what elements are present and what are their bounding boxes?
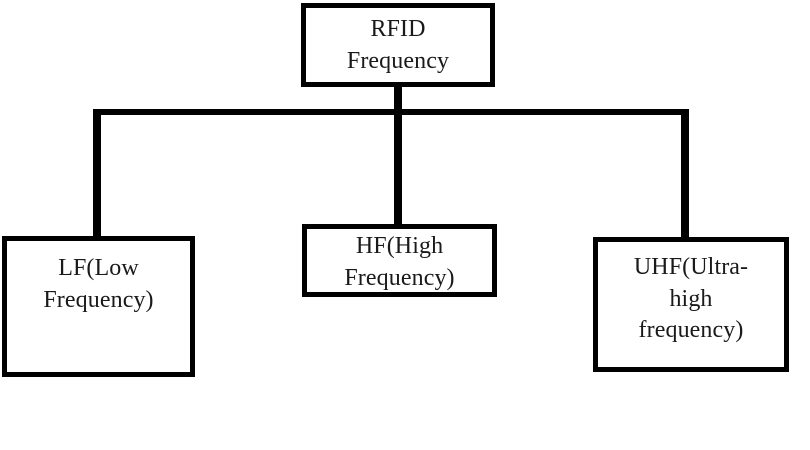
connector-branch-uhf <box>681 109 689 238</box>
connector-horizontal-bus <box>93 109 689 115</box>
node-rfid-frequency[interactable]: RFID Frequency <box>301 3 495 87</box>
connector-root-stem <box>394 85 402 115</box>
node-rfid-frequency-label: RFID Frequency <box>346 16 450 74</box>
connector-branch-hf <box>394 109 402 226</box>
node-lf-label: LF(Low Frequency) <box>43 255 154 313</box>
node-uhf[interactable]: UHF(Ultra- high frequency) <box>593 237 789 372</box>
node-hf[interactable]: HF(High Frequency) <box>302 224 497 297</box>
connector-branch-lf <box>93 109 101 237</box>
node-uhf-label: UHF(Ultra- high frequency) <box>633 254 749 344</box>
node-lf[interactable]: LF(Low Frequency) <box>2 236 195 377</box>
node-hf-label: HF(High Frequency) <box>344 233 455 291</box>
